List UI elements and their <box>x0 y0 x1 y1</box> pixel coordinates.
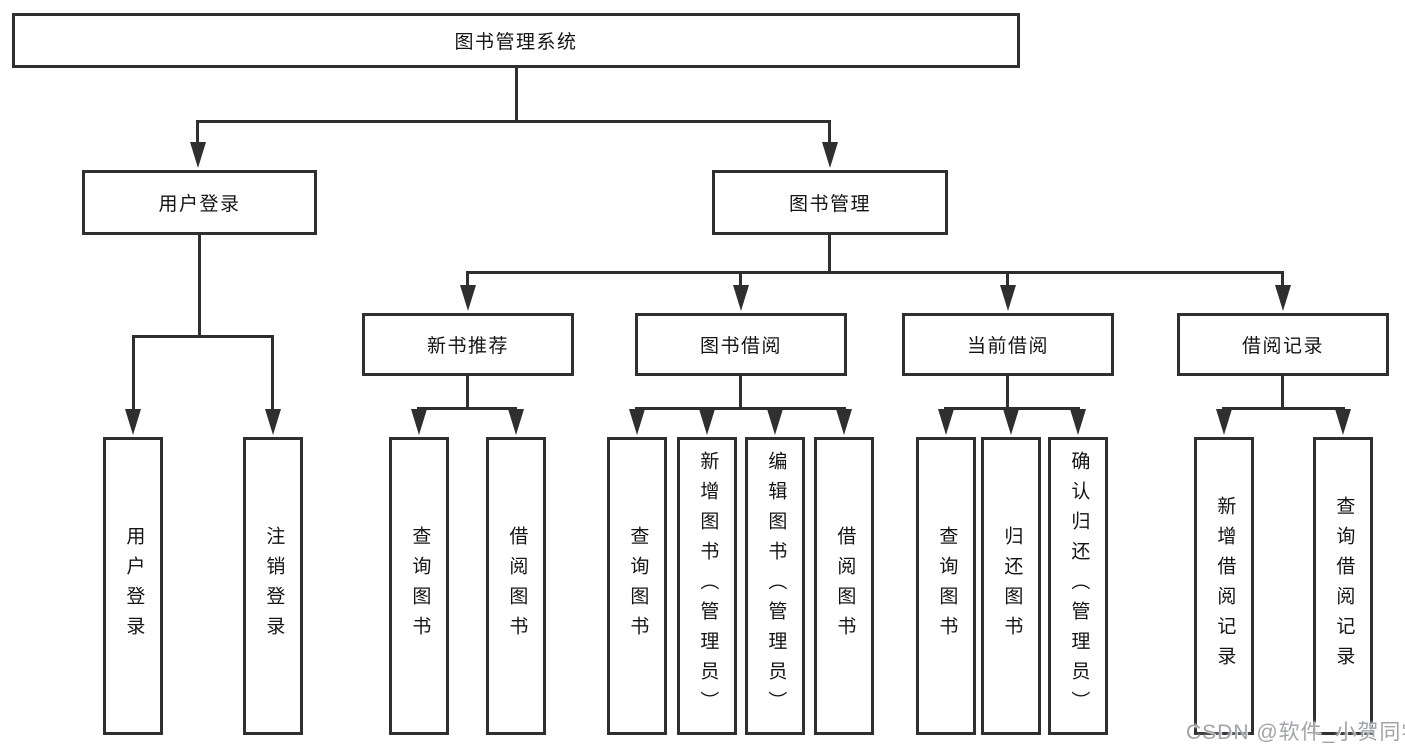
leaf-borrow-books-recommend-label: 借阅图书 <box>506 526 528 646</box>
connector-line <box>1281 271 1284 287</box>
leaf-user-login: 用户登录 <box>103 437 163 735</box>
connector-line <box>515 68 518 123</box>
node-book-management: 图书管理 <box>712 170 948 235</box>
leaf-edit-books-admin-label: 编辑图书（管理员） <box>765 451 787 721</box>
leaf-confirm-return-admin: 确认归还（管理员） <box>1048 437 1108 735</box>
arrowhead-down <box>1275 285 1291 311</box>
arrowhead-down <box>1003 409 1019 435</box>
arrowhead-down <box>767 409 783 435</box>
connector-line <box>1006 271 1009 287</box>
leaf-add-books-admin: 新增图书（管理员） <box>677 437 737 735</box>
arrowhead-down <box>836 409 852 435</box>
arrowhead-down <box>265 409 281 435</box>
leaf-borrow-books-borrowing: 借阅图书 <box>814 437 874 735</box>
leaf-add-borrow-record-label: 新增借阅记录 <box>1214 496 1236 676</box>
connector-line <box>132 335 274 338</box>
arrowhead-down <box>460 285 476 311</box>
arrowhead-down <box>190 142 206 168</box>
arrowhead-down <box>1070 409 1086 435</box>
arrowhead-down <box>1335 409 1351 435</box>
connector-line <box>828 120 831 146</box>
arrowhead-down <box>822 142 838 168</box>
node-borrowing-records: 借阅记录 <box>1177 313 1389 376</box>
node-new-book-recommend-label: 新书推荐 <box>426 336 509 357</box>
connector-line <box>271 335 274 411</box>
leaf-return-books-label: 归还图书 <box>1001 526 1023 646</box>
arrowhead-down <box>629 409 645 435</box>
leaf-query-books-recommend: 查询图书 <box>389 437 449 735</box>
connector-line <box>739 376 742 407</box>
leaf-edit-books-admin: 编辑图书（管理员） <box>745 437 805 735</box>
connector-line <box>466 376 469 407</box>
arrowhead-down <box>508 409 524 435</box>
leaf-add-borrow-record: 新增借阅记录 <box>1194 437 1254 735</box>
node-current-borrowing: 当前借阅 <box>902 313 1114 376</box>
node-library-system-label: 图书管理系统 <box>454 32 578 53</box>
node-library-system: 图书管理系统 <box>12 13 1020 68</box>
csdn-watermark: CSDN @软件_小贺同学 <box>1186 721 1405 744</box>
leaf-query-books-recommend-label: 查询图书 <box>409 526 431 646</box>
leaf-query-books-borrowing: 查询图书 <box>607 437 667 735</box>
arrowhead-down <box>411 409 427 435</box>
leaf-logout-label: 注销登录 <box>263 526 285 646</box>
leaf-return-books: 归还图书 <box>981 437 1041 735</box>
connector-line <box>828 235 831 271</box>
node-borrowing-records-label: 借阅记录 <box>1241 336 1324 357</box>
node-current-borrowing-label: 当前借阅 <box>966 336 1049 357</box>
leaf-borrow-books-recommend: 借阅图书 <box>486 437 546 735</box>
arrowhead-down <box>938 409 954 435</box>
leaf-logout: 注销登录 <box>243 437 303 735</box>
connector-line <box>1222 407 1345 410</box>
arrowhead-down <box>125 409 141 435</box>
connector-line <box>198 235 201 335</box>
arrowhead-down <box>1216 409 1232 435</box>
node-user-login-label: 用户登录 <box>158 194 241 215</box>
leaf-borrow-books-borrowing-label: 借阅图书 <box>834 526 856 646</box>
connector-line <box>1281 376 1284 407</box>
leaf-query-borrow-record: 查询借阅记录 <box>1313 437 1373 735</box>
leaf-add-books-admin-label: 新增图书（管理员） <box>697 451 719 721</box>
leaf-query-books-current-label: 查询图书 <box>936 526 958 646</box>
connector-line <box>466 271 469 287</box>
arrowhead-down <box>1000 285 1016 311</box>
connector-line <box>132 335 135 411</box>
node-book-management-label: 图书管理 <box>788 194 871 215</box>
leaf-query-books-current: 查询图书 <box>916 437 976 735</box>
node-book-borrowing: 图书借阅 <box>635 313 847 376</box>
leaf-query-borrow-record-label: 查询借阅记录 <box>1333 496 1355 676</box>
connector-line <box>466 271 1284 274</box>
connector-line <box>739 271 742 287</box>
connector-line <box>635 407 846 410</box>
connector-line <box>944 407 1080 410</box>
node-book-borrowing-label: 图书借阅 <box>699 336 782 357</box>
node-new-book-recommend: 新书推荐 <box>362 313 574 376</box>
leaf-query-books-borrowing-label: 查询图书 <box>627 526 649 646</box>
connector-line <box>1006 376 1009 407</box>
arrowhead-down <box>699 409 715 435</box>
node-user-login: 用户登录 <box>82 170 317 235</box>
leaf-confirm-return-admin-label: 确认归还（管理员） <box>1068 451 1090 721</box>
leaf-user-login-label: 用户登录 <box>123 526 145 646</box>
connector-line <box>196 120 831 123</box>
arrowhead-down <box>733 285 749 311</box>
connector-line <box>417 407 517 410</box>
connector-line <box>196 120 199 146</box>
